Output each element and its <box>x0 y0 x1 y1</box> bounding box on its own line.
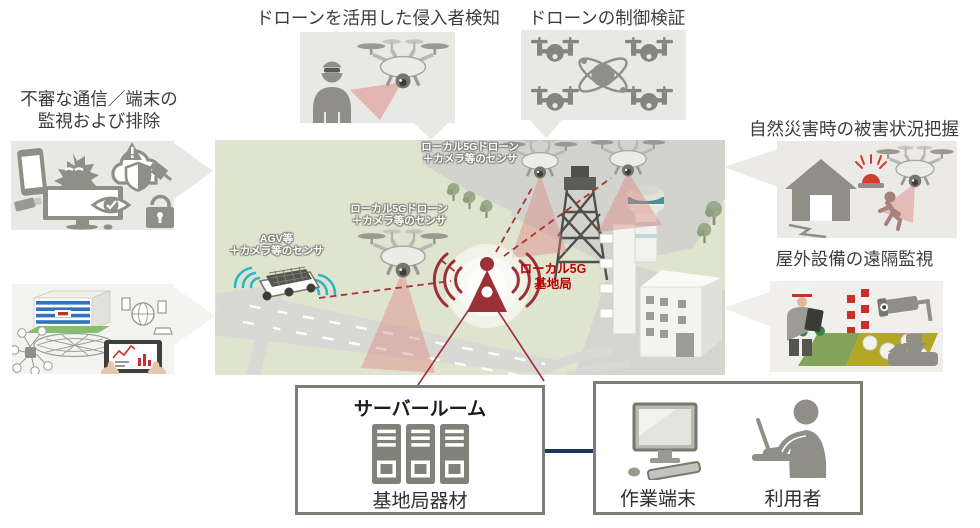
disaster-scene <box>785 144 955 238</box>
drone-top-icon <box>625 37 673 62</box>
drone-top-label: ローカル5Gドローン＋カメラ等のセンサ <box>421 141 519 165</box>
padlock-icon <box>146 194 174 228</box>
cloud-shield-icon <box>111 142 173 192</box>
base-station-equipment-label: 基地局器材 <box>372 491 468 512</box>
outdoor-scene <box>787 287 938 366</box>
suspicious-comm-callout <box>11 141 174 230</box>
drone-icon <box>356 37 450 91</box>
suspicious-comm-scene <box>14 142 174 230</box>
disaster-callout <box>777 141 957 238</box>
aerial-map-scene <box>215 140 725 375</box>
drone-mid-label: ローカル5Gドローン＋カメラ等のセンサ <box>350 203 448 227</box>
office-building-icon <box>26 290 111 333</box>
user-label: 利用者 <box>764 489 822 510</box>
drone-top-icon <box>625 86 673 111</box>
intruder-callout-pointer <box>412 121 450 140</box>
eye-check-icon <box>90 196 132 214</box>
intruder-detection-callout <box>300 32 455 123</box>
usb-icon <box>14 197 43 212</box>
disaster-title: 自然災害時の被害状況把握 <box>749 119 959 139</box>
server-room-box: サーバールーム 基地局器材 <box>295 385 545 515</box>
desktop-terminal-icon <box>628 402 701 480</box>
camera-beam <box>511 174 567 258</box>
network-building-scene <box>12 290 173 374</box>
tower-building-icon <box>599 223 637 335</box>
striped-chimney-icon <box>847 289 869 333</box>
intruder-detection-scene <box>313 37 450 123</box>
wireless-link-lines <box>318 177 612 299</box>
cctv-camera-icon <box>877 295 933 322</box>
intruder-person-icon <box>313 61 351 123</box>
camera-beam <box>598 172 662 232</box>
tablet-hands-icon <box>101 340 166 374</box>
agv-label: AGV等＋カメラ等のセンサ <box>229 233 324 257</box>
operations-box: 作業端末 利用者 <box>593 381 863 515</box>
running-person-icon <box>878 191 903 231</box>
crack-icon <box>788 223 827 238</box>
agv-icon <box>233 266 337 301</box>
outdoor-callout-pointer <box>723 291 772 327</box>
vehicle-camera-icon <box>888 334 938 366</box>
field-worker-icon <box>787 287 824 356</box>
atom-icon <box>578 57 628 93</box>
suspicious-comm-title: 不審な通信／端末の 監視および排除 <box>20 89 178 131</box>
server-room-title: サーバールーム <box>353 399 487 420</box>
local5g-base-station-icon <box>432 244 542 328</box>
aerial-map <box>215 140 725 375</box>
server-rack-icon <box>372 424 469 484</box>
outdoor-callout <box>770 281 943 372</box>
suspicious-callout-pointer <box>174 143 213 199</box>
work-terminal-label: 作業端末 <box>619 489 696 510</box>
camera-beam <box>361 270 435 373</box>
mesh-network-icon <box>33 332 115 358</box>
drone-control-scene <box>531 37 673 111</box>
globe-devices-icon <box>121 297 173 335</box>
disaster-callout-pointer <box>724 149 778 187</box>
outdoor-title: 屋外設備の遠隔監視 <box>775 249 934 269</box>
drone-icon <box>875 144 955 189</box>
camera-beam <box>879 183 915 223</box>
drone-control-callout <box>521 30 686 120</box>
user-laptop-icon <box>752 399 827 478</box>
warning-beacon-icon <box>855 154 887 188</box>
connector-line <box>545 449 594 453</box>
building-icon <box>639 270 722 358</box>
iot-devices-icon <box>12 326 53 374</box>
smartphone-icon <box>17 148 48 196</box>
drone-top-icon <box>531 86 579 111</box>
camera-beam <box>350 82 402 120</box>
house-icon <box>785 159 857 221</box>
intruder-detection-title: ドローンを活用した侵入者検知 <box>255 8 501 28</box>
network-building-callout <box>12 284 174 374</box>
control-tower-icon <box>628 184 664 263</box>
network-callout-pointer <box>174 287 215 345</box>
drone-control-callout-pointer <box>529 119 563 138</box>
drone-control-title: ドローンの制御検証 <box>528 8 686 28</box>
drone-top-icon <box>531 37 579 62</box>
